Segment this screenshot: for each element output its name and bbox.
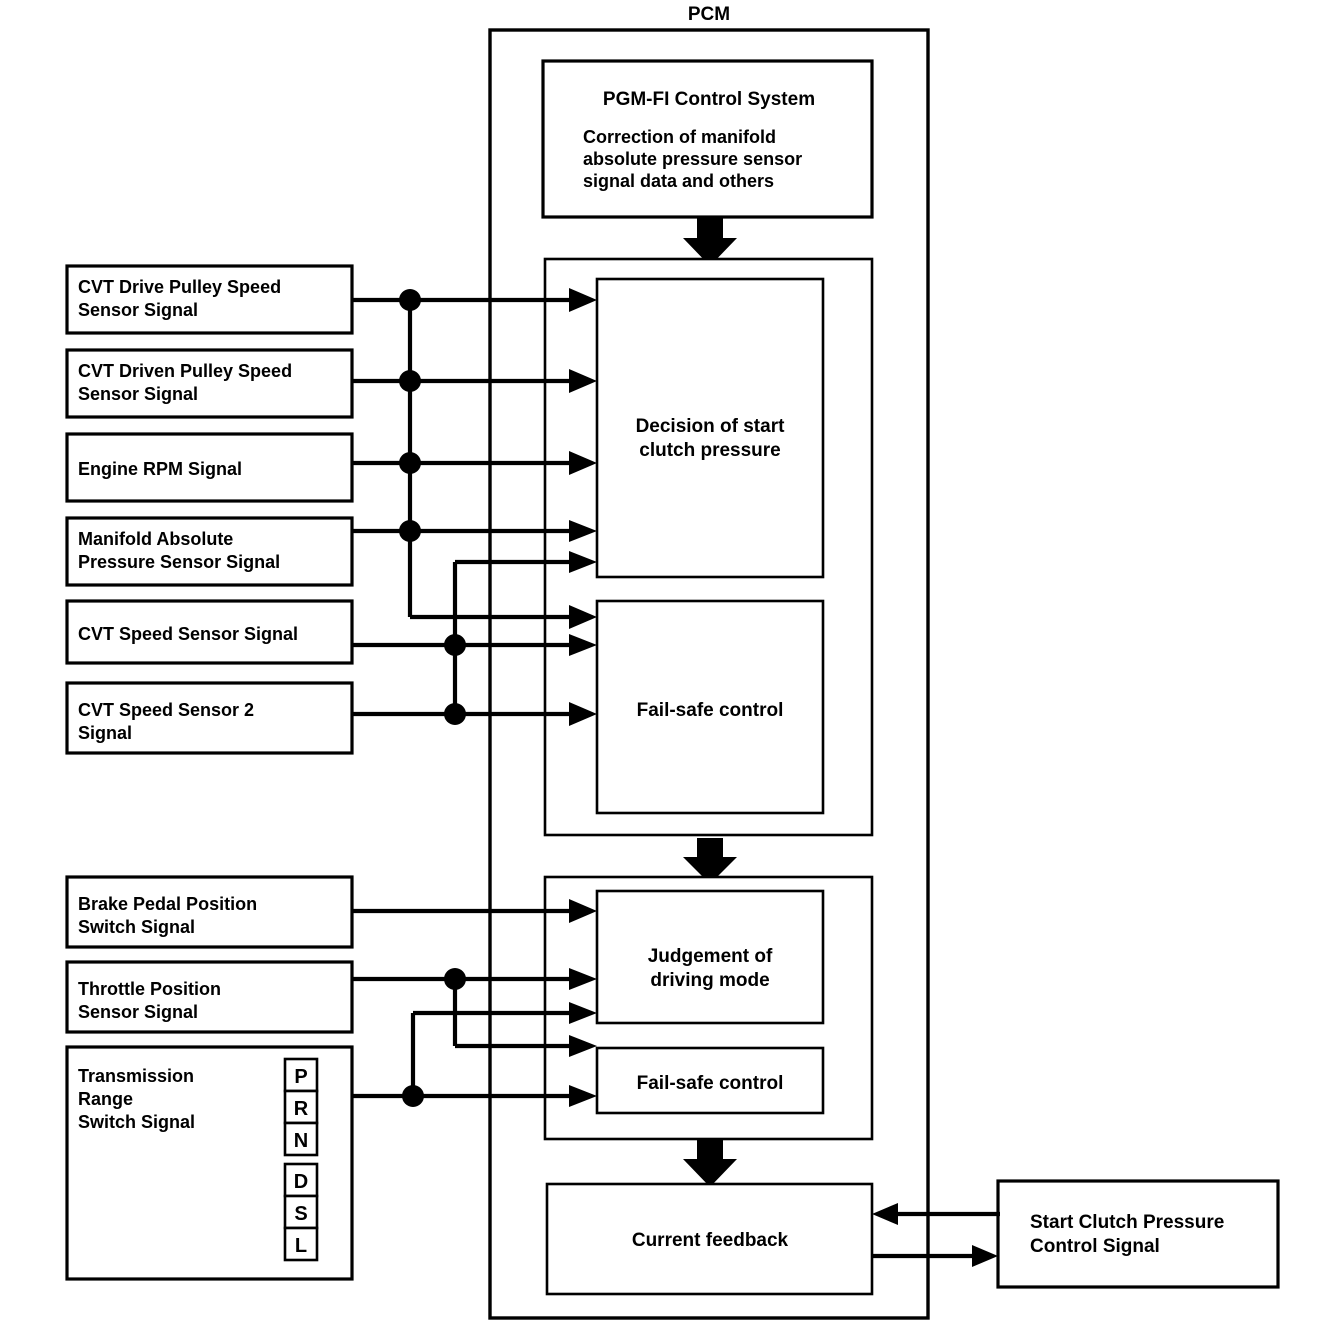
input-box-engine-rpm-signal bbox=[65, 432, 354, 503]
arrowhead-decision-4 bbox=[569, 520, 597, 542]
label-cvt-drive-pulley-line1: CVT Drive Pulley Speed bbox=[78, 277, 281, 297]
current-feedback-box bbox=[545, 1182, 874, 1296]
arrowhead-into-current-feedback bbox=[872, 1203, 898, 1225]
gear-label-l: L bbox=[295, 1235, 307, 1257]
pgm-fi-body-line1: Correction of manifold bbox=[583, 127, 776, 147]
current-feedback-label: Current feedback bbox=[632, 1230, 789, 1251]
label-throttle-line2: Sensor Signal bbox=[78, 1002, 198, 1022]
decision-label-line1: Decision of start bbox=[636, 416, 786, 437]
label-throttle-line1: Throttle Position bbox=[78, 979, 221, 999]
fail-safe-lower-label: Fail-safe control bbox=[637, 1073, 784, 1094]
decision-of-start-clutch-pressure-box bbox=[595, 277, 825, 579]
arrowhead-decision-2 bbox=[569, 369, 597, 393]
output-label-line1: Start Clutch Pressure bbox=[1030, 1212, 1224, 1233]
gear-box-l bbox=[283, 1226, 319, 1262]
label-engine-rpm-line1: Engine RPM Signal bbox=[78, 459, 242, 479]
arrowhead-decision-5 bbox=[569, 551, 597, 573]
arrowhead-judgement-3 bbox=[569, 1002, 597, 1024]
decision-label-line2: clutch pressure bbox=[639, 440, 781, 461]
junction-dot-map-sensor bbox=[399, 520, 421, 542]
label-transmission-range-line3: Switch Signal bbox=[78, 1112, 195, 1132]
junction-dot-drive-pulley bbox=[399, 289, 421, 311]
pcm-title: PCM bbox=[688, 4, 730, 25]
arrowhead-judgement-2 bbox=[569, 968, 597, 990]
junction-dot-transmission-range bbox=[402, 1085, 424, 1107]
label-cvt-drive-pulley-line2: Sensor Signal bbox=[78, 300, 198, 320]
input-box-cvt-speed-sensor-signal bbox=[65, 599, 354, 665]
arrowhead-judgement-1 bbox=[569, 899, 597, 923]
fail-safe-control-lower-box bbox=[595, 1046, 825, 1115]
input-box-cvt-speed-sensor-2-signal bbox=[65, 681, 354, 755]
pgm-fi-body-line3: signal data and others bbox=[583, 171, 774, 191]
label-cvt-speed-2-line1: CVT Speed Sensor 2 bbox=[78, 700, 254, 720]
label-transmission-range-line2: Range bbox=[78, 1089, 133, 1109]
junction-dot-throttle-position bbox=[444, 968, 466, 990]
arrowhead-failsafe-upper-3 bbox=[569, 702, 597, 726]
arrowhead-failsafe-lower-1 bbox=[569, 1035, 597, 1057]
output-label-line2: Control Signal bbox=[1030, 1236, 1160, 1257]
arrowhead-failsafe-upper-1 bbox=[569, 605, 597, 629]
gear-label-d: D bbox=[294, 1171, 308, 1193]
gear-label-p: P bbox=[294, 1066, 307, 1088]
label-brake-pedal-line2: Switch Signal bbox=[78, 917, 195, 937]
arrowhead-into-output bbox=[972, 1245, 998, 1267]
label-cvt-driven-pulley-line1: CVT Driven Pulley Speed bbox=[78, 361, 292, 381]
label-cvt-speed-2-line2: Signal bbox=[78, 723, 132, 743]
gear-label-r: R bbox=[294, 1098, 309, 1120]
gear-box-r bbox=[283, 1089, 319, 1125]
judgement-label-line2: driving mode bbox=[650, 970, 769, 991]
pgm-fi-heading: PGM-FI Control System bbox=[603, 89, 815, 110]
junction-dot-driven-pulley bbox=[399, 370, 421, 392]
fail-safe-control-upper-box bbox=[595, 599, 825, 815]
input-box-manifold-absolute-pressure-sensor-signal bbox=[65, 516, 354, 587]
pgm-fi-body-line2: absolute pressure sensor bbox=[583, 149, 802, 169]
flow-arrow-pgmfi-to-upper bbox=[683, 217, 737, 266]
judgement-label-line1: Judgement of bbox=[648, 946, 773, 967]
arrowhead-decision-3 bbox=[569, 451, 597, 475]
label-brake-pedal-line1: Brake Pedal Position bbox=[78, 894, 257, 914]
fail-safe-upper-label: Fail-safe control bbox=[637, 700, 784, 721]
flow-arrow-lower-to-current-feedback bbox=[683, 1140, 737, 1187]
arrowhead-failsafe-lower-2 bbox=[569, 1085, 597, 1107]
label-cvt-speed-line1: CVT Speed Sensor Signal bbox=[78, 624, 298, 644]
label-transmission-range-line1: Transmission bbox=[78, 1066, 194, 1086]
label-cvt-driven-pulley-line2: Sensor Signal bbox=[78, 384, 198, 404]
junction-dot-cvt-speed-2 bbox=[444, 703, 466, 725]
input-box-cvt-driven-pulley-speed-sensor-signal bbox=[65, 348, 354, 419]
junction-dot-engine-rpm bbox=[399, 452, 421, 474]
judgement-of-driving-mode-box bbox=[595, 889, 825, 1025]
input-box-throttle-position-sensor-signal bbox=[65, 960, 354, 1034]
gear-box-n bbox=[283, 1121, 319, 1157]
pcm-outer-box bbox=[488, 28, 930, 1320]
start-clutch-pressure-control-signal-box bbox=[996, 1179, 1280, 1289]
label-map-sensor-line2: Pressure Sensor Signal bbox=[78, 552, 280, 572]
flow-arrow-upper-to-lower bbox=[683, 838, 737, 884]
junction-dot-cvt-speed bbox=[444, 634, 466, 656]
arrowhead-failsafe-upper-2 bbox=[569, 634, 597, 656]
label-map-sensor-line1: Manifold Absolute bbox=[78, 529, 233, 549]
gear-label-n: N bbox=[294, 1130, 308, 1152]
arrowhead-decision-1 bbox=[569, 288, 597, 312]
gear-label-s: S bbox=[294, 1203, 307, 1225]
